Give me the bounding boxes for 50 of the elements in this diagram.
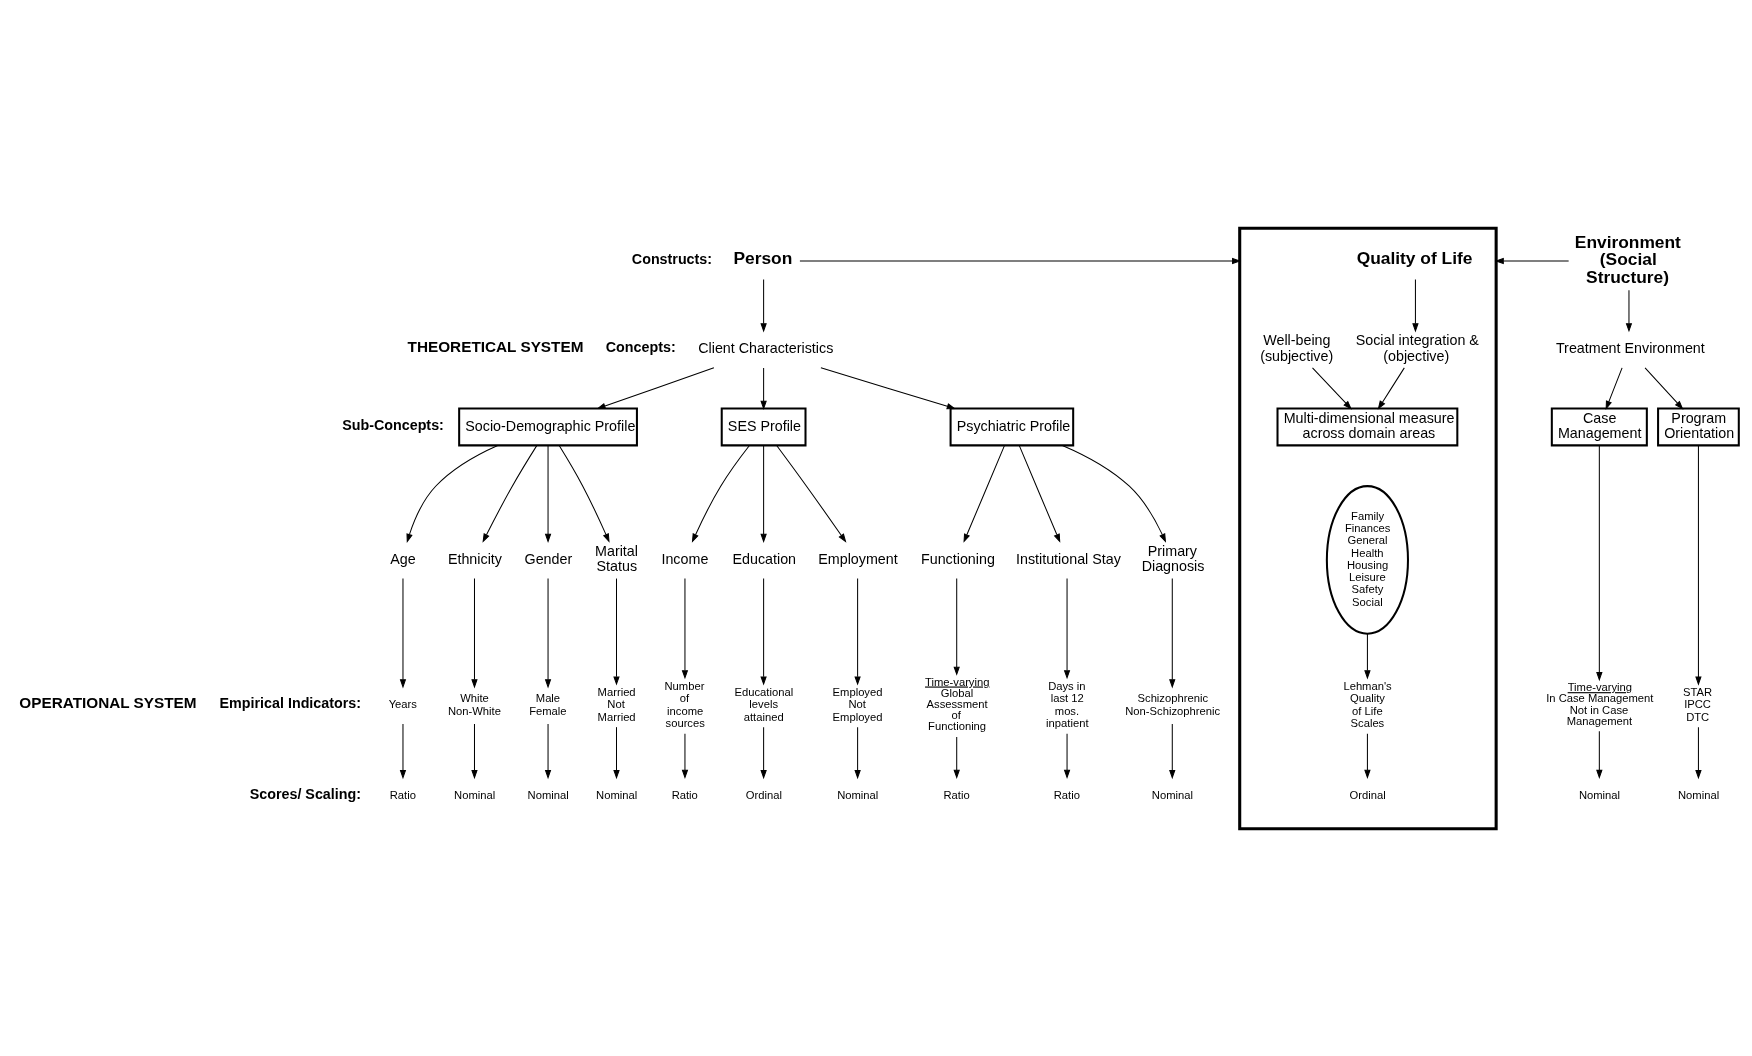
node-text: Education — [732, 550, 797, 567]
node-text: Time-varying Global Assessment of Functioning — [925, 675, 990, 732]
node-text: Years — [388, 697, 417, 710]
node-text: Schizophrenic Non-Schizophrenic — [1125, 691, 1221, 717]
node-text: Well-being (subjective) — [1260, 331, 1334, 364]
node-text: Treatment Environment — [1555, 339, 1705, 356]
node-text: Nominal — [454, 788, 496, 801]
label: Sub-Concepts: — [342, 416, 444, 433]
node-text: Age — [390, 550, 416, 567]
node-text: Quality of Life — [1356, 247, 1473, 268]
node-text: Environment (Social Structure) — [1574, 231, 1681, 287]
label: Scores/ Scaling: — [249, 785, 361, 802]
node-text: White Non-White — [447, 691, 501, 717]
node-text: Institutional Stay — [1015, 550, 1121, 567]
node-text: Employed Not Employed — [832, 685, 883, 723]
node-text: STAR IPCC DTC — [1683, 685, 1713, 723]
node-text: Nominal — [596, 788, 638, 801]
label: OPERATIONAL SYSTEM — [19, 693, 197, 711]
node-text: Functioning — [920, 550, 995, 567]
label: Empirical Indicators: — [219, 694, 362, 711]
node-text: Male Female — [529, 691, 567, 717]
node-text: Ethnicity — [447, 550, 502, 567]
node-text: Nominal — [1151, 788, 1193, 801]
node-text: Educational levels attained — [734, 685, 794, 723]
node-text: Marital Status — [595, 542, 638, 574]
node-text: Nominal — [527, 788, 569, 801]
node-text: Primary Diagnosis — [1141, 542, 1205, 574]
label: THEORETICAL SYSTEM — [407, 337, 584, 355]
node-text: Lehman's Quality of Life Scales — [1343, 679, 1392, 729]
node-text: Nominal — [837, 788, 879, 801]
node-text: Nominal — [1578, 788, 1621, 801]
node-text: Social integration & (objective) — [1355, 331, 1479, 364]
node-text: Employment — [818, 550, 898, 567]
label: Constructs: — [631, 250, 713, 267]
node-text: Married Not Married — [597, 685, 636, 723]
node-text: Time-varying In Case Management Not in Case Management — [1546, 680, 1654, 727]
node-text: Person — [733, 247, 793, 268]
node-text: Client Characteristics — [698, 339, 834, 356]
node-text: Ratio — [389, 788, 416, 801]
node-text: Ordinal — [1349, 788, 1386, 801]
node-text: Days in last 12 mos. inpatient — [1046, 679, 1089, 729]
node-text: Number of income sources — [664, 679, 705, 729]
node-text: Nominal — [1678, 788, 1720, 801]
node-text: Ratio — [1053, 788, 1080, 801]
node-text: Gender — [524, 550, 573, 567]
node-text: Ordinal — [745, 788, 782, 801]
label: Concepts: — [605, 338, 676, 355]
node-text: Income — [661, 550, 709, 567]
node-text: Ratio — [671, 788, 698, 801]
node-text: Ratio — [943, 788, 970, 801]
